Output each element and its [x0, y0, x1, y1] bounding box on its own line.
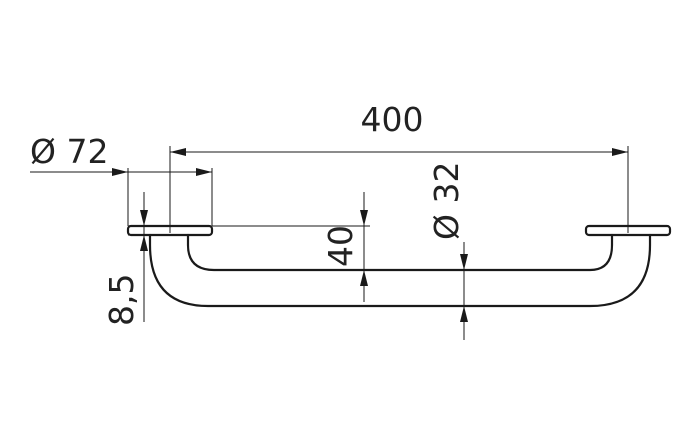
dimension-tube-diameter: Ø 32	[427, 162, 468, 340]
projection-label: 40	[321, 225, 360, 267]
arrowhead	[170, 148, 186, 156]
overall-length-label: 400	[361, 100, 424, 139]
arrowhead	[460, 254, 468, 270]
arrowhead	[140, 235, 148, 251]
grab-bar-outline	[126, 224, 672, 308]
flange-diameter-label: Ø 72	[30, 132, 108, 171]
dimension-flange-diameter: Ø 72	[30, 132, 213, 226]
dimension-flange-thickness: 8,5	[102, 192, 150, 326]
arrowhead	[460, 306, 468, 322]
arrowhead	[112, 168, 128, 176]
tube-diameter-label: Ø 32	[427, 162, 466, 240]
arrowhead	[360, 270, 368, 286]
arrowhead	[140, 210, 148, 226]
arrowhead	[612, 148, 628, 156]
tube-outer-contour	[148, 233, 652, 308]
flange-thickness-label: 8,5	[102, 274, 141, 326]
arrowhead	[196, 168, 212, 176]
dimension-overall-length: 400	[169, 100, 629, 233]
tube-inner-contour	[186, 233, 614, 272]
dimension-projection: 40	[212, 192, 370, 302]
arrowhead	[360, 210, 368, 226]
